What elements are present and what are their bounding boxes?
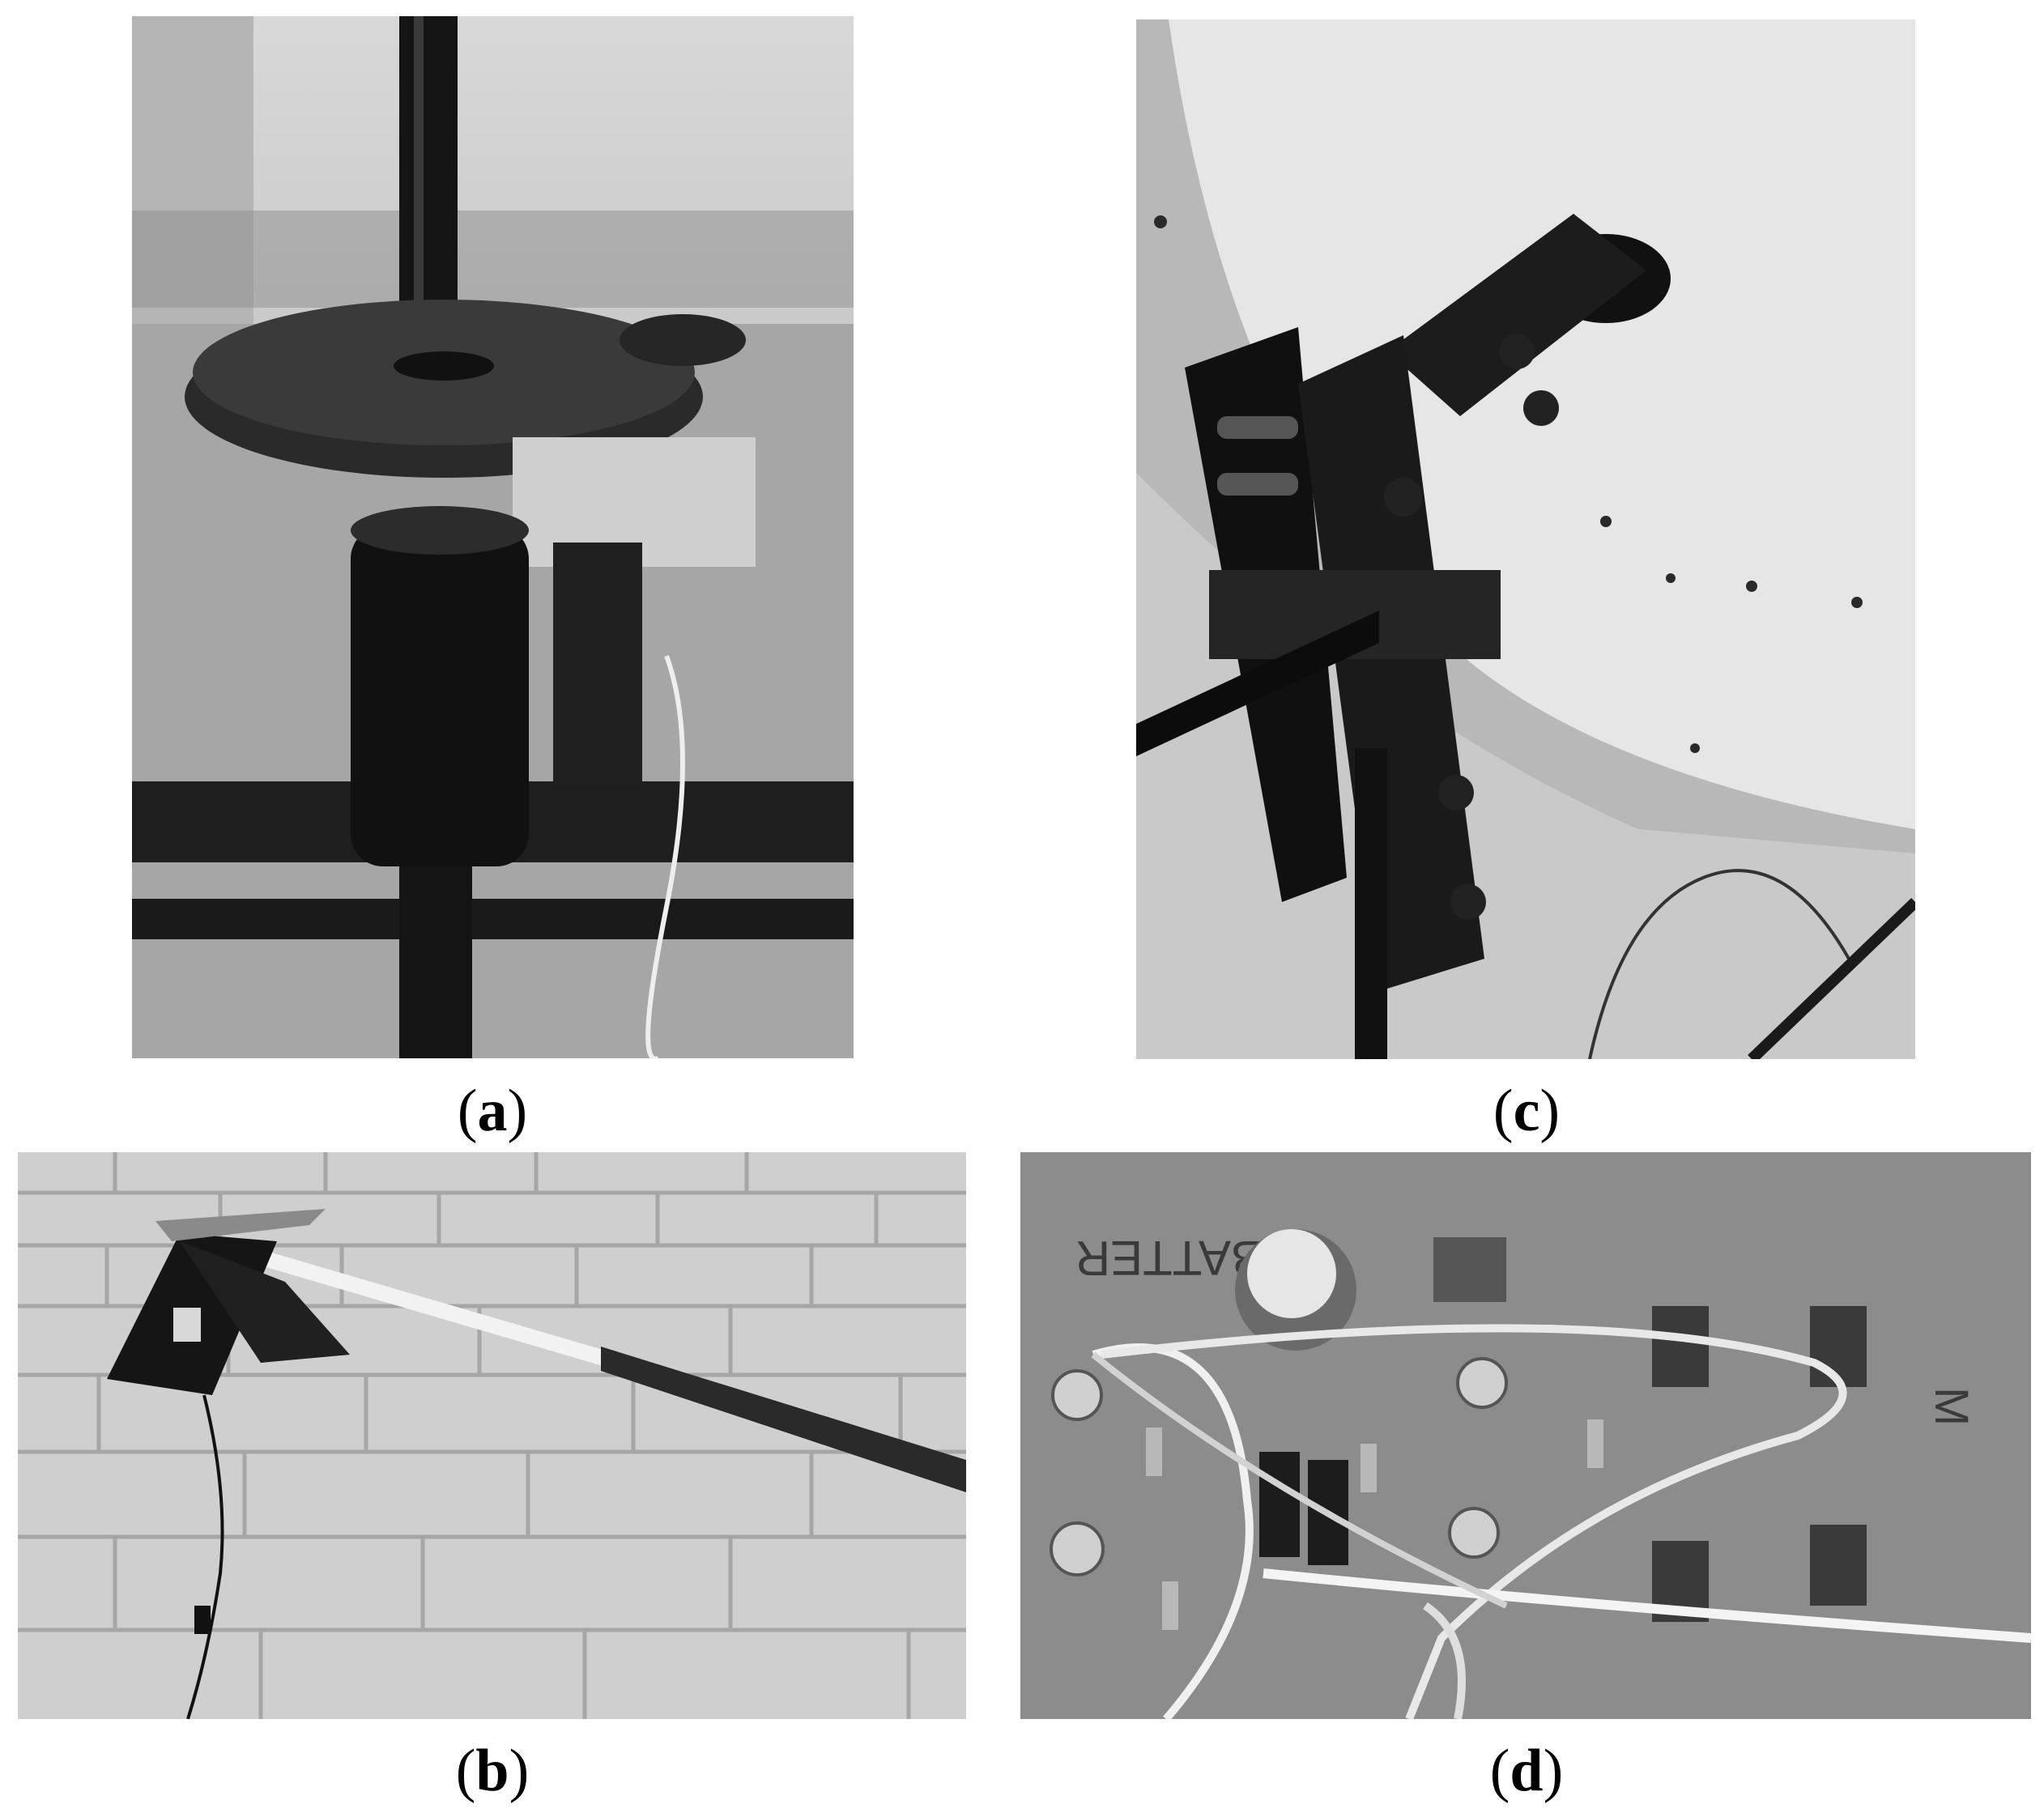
panel-label-d-letter: d (1510, 1738, 1544, 1804)
board-text-m: M (1925, 1387, 1978, 1426)
photo-bracket-mount (1136, 19, 1915, 1059)
panel-label-a: (a) (457, 1078, 528, 1144)
panel-label-b-letter: b (475, 1738, 509, 1804)
panel-label-c-letter: c (1513, 1078, 1540, 1144)
panel-label-b: (b) (455, 1738, 530, 1804)
photo-circuit-board: BATTER M (1020, 1152, 2031, 1719)
photo-sensor-rod (18, 1152, 966, 1719)
panel-label-c: (c) (1493, 1078, 1561, 1144)
panel-label-a-letter: a (477, 1078, 508, 1144)
board-text-batter: BATTER (1075, 1231, 1263, 1285)
panel-label-d: (d) (1489, 1738, 1564, 1804)
photo-gear-mechanism (132, 16, 854, 1058)
